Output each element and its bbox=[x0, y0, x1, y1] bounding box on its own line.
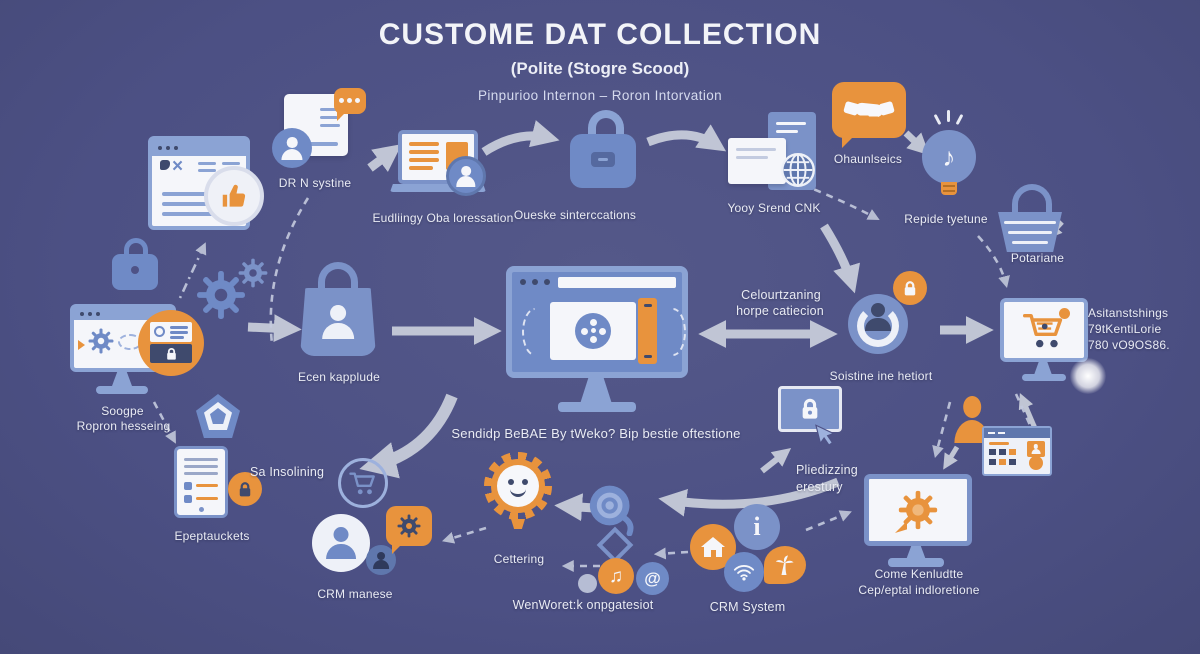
arrow-glyph bbox=[78, 340, 85, 350]
gears-icon bbox=[196, 270, 246, 320]
bulb-base bbox=[941, 182, 957, 195]
shopping-bag-body bbox=[300, 288, 376, 356]
monitor-base bbox=[888, 558, 944, 567]
privacy-screen-icon bbox=[778, 386, 842, 432]
label-monitor-cart-3: 780 vO9OS86. bbox=[1088, 338, 1170, 352]
label-monitor-cart-2: 79tKentiLorie bbox=[1088, 322, 1162, 336]
crm-users-icon bbox=[312, 514, 370, 572]
smiley-gear-icon bbox=[484, 452, 552, 529]
label-sync-1: Celourtzaning bbox=[741, 288, 821, 302]
label-sa: Sa Insolining bbox=[250, 465, 325, 479]
monitor-base bbox=[1022, 374, 1066, 381]
label-dr-n: DR N systine bbox=[278, 176, 352, 190]
music-note-icon: ♫ bbox=[598, 558, 634, 594]
x-glyph: × bbox=[172, 156, 184, 177]
padlock-body bbox=[112, 254, 158, 290]
label-laptop: Eudliingy Oba loressation bbox=[372, 211, 514, 225]
wifi-icon bbox=[724, 552, 764, 592]
gear-icon bbox=[88, 328, 114, 354]
info-icon: i bbox=[734, 504, 780, 550]
refresh-arc-left bbox=[522, 308, 535, 356]
label-crm-person: CRM manese bbox=[317, 587, 393, 601]
label-monitor-left-1: Soogpe bbox=[101, 404, 144, 418]
lock-badge-icon bbox=[893, 271, 927, 305]
contact-panel-icon bbox=[982, 426, 1052, 476]
basket-icon bbox=[1012, 184, 1052, 214]
id-card-icon bbox=[138, 310, 204, 376]
hand-cursor-icon bbox=[811, 420, 842, 455]
lock-badge-icon bbox=[228, 472, 262, 506]
label-monitor-center: Sendidp BeBAE By tWeko? Bip bestie oftes… bbox=[451, 426, 741, 441]
page-tagline: Pinpurioo Internon – Roron Intorvation bbox=[477, 88, 723, 103]
spark-icon bbox=[947, 110, 950, 122]
label-monitor-cart-1: Asitanstshings bbox=[1088, 306, 1169, 320]
cart-circle-icon bbox=[338, 458, 388, 508]
label-monitor-gear-1: Come Kenludtte bbox=[874, 567, 964, 581]
gear-small-icon bbox=[238, 258, 268, 288]
refresh-arc-right bbox=[673, 308, 686, 356]
magnifier-glow-icon bbox=[1070, 358, 1106, 394]
palm-bubble-icon bbox=[764, 546, 806, 584]
eye-swirl-icon bbox=[584, 482, 640, 536]
label-network: WenWoret:k onpgatesiot bbox=[512, 598, 654, 612]
label-smiley: Cettering bbox=[493, 552, 545, 566]
label-docs: Yooy Srend CNK bbox=[727, 201, 821, 215]
page-subtitle: (Polite (Stogre Scood) bbox=[510, 59, 690, 78]
tablet-icon bbox=[174, 446, 228, 518]
user-avatar-icon bbox=[446, 156, 486, 196]
monitor-base bbox=[558, 402, 636, 412]
user-lock-icon bbox=[848, 294, 908, 354]
cart-monitor-icon bbox=[1000, 298, 1088, 362]
document-card bbox=[728, 138, 786, 184]
label-tablet: Epeptauckets bbox=[174, 529, 250, 543]
label-monitor-gear-2: Cep/eptal indloretione bbox=[858, 583, 980, 597]
padlock-icon bbox=[124, 238, 148, 258]
label-sync-2: horpe catiecion bbox=[736, 304, 824, 318]
shopping-bag-icon bbox=[318, 262, 358, 296]
gear-monitor-icon bbox=[864, 474, 972, 546]
pentagon-icon bbox=[196, 394, 240, 438]
basket-body bbox=[998, 212, 1062, 252]
label-person-lock: Soistine ine hetiort bbox=[829, 369, 933, 383]
user-small-icon bbox=[366, 545, 396, 575]
label-basket: Potariane bbox=[1010, 251, 1065, 265]
lightbulb-music-icon: ♪ bbox=[922, 130, 976, 184]
blob-glyph bbox=[160, 160, 170, 170]
monitor-stand bbox=[112, 372, 132, 386]
user-avatar-icon bbox=[272, 128, 312, 168]
monitor-base bbox=[96, 386, 148, 394]
label-bag: Ecen kapplude bbox=[298, 370, 380, 384]
monitor-stand bbox=[906, 546, 926, 560]
padlock-body bbox=[570, 134, 636, 188]
sync-monitor-icon bbox=[506, 266, 688, 378]
label-privacy-2: erestury bbox=[796, 480, 843, 494]
page-title: Custome Dat Collection bbox=[378, 18, 822, 51]
thumbs-up-icon bbox=[204, 166, 264, 226]
header: Custome Dat Collection (Polite (Stogre S… bbox=[0, 18, 1200, 103]
label-crm-system: CRM System bbox=[709, 600, 786, 614]
label-privacy-1: Pliedizzing bbox=[796, 463, 858, 477]
handshake-icon bbox=[832, 82, 906, 148]
label-lock: Oueske sinterccations bbox=[513, 208, 637, 222]
at-sign-icon: @ bbox=[636, 562, 669, 595]
globe-icon bbox=[780, 152, 816, 188]
dot-icon bbox=[578, 574, 597, 593]
monitor-stand bbox=[1034, 362, 1052, 375]
label-bulb: Repide tyetune bbox=[904, 212, 988, 226]
chat-bubble-icon bbox=[334, 88, 366, 121]
cart-badge bbox=[1059, 308, 1070, 319]
gear-bubble-icon bbox=[386, 506, 432, 554]
label-monitor-left-2: Ropron hesseing bbox=[76, 419, 171, 433]
label-handshake: Ohaunlseics bbox=[833, 152, 903, 166]
laptop-base bbox=[390, 184, 486, 192]
padlock-icon bbox=[588, 110, 624, 140]
